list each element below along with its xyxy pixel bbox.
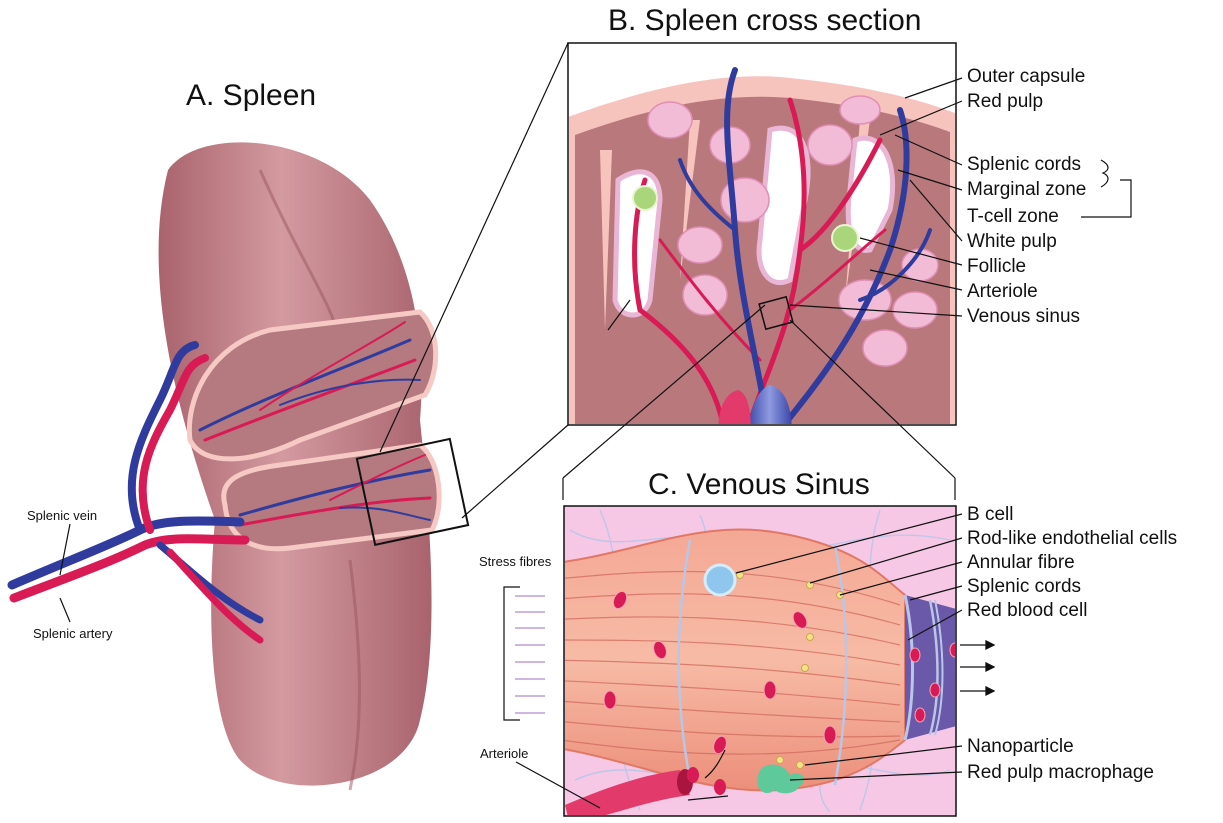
- follicle: [633, 186, 657, 210]
- label-red-blood-cell: Red blood cell: [967, 600, 1087, 621]
- label-annular-fibre: Annular fibre: [967, 552, 1075, 573]
- label-b-cell: B cell: [967, 504, 1013, 525]
- panel-b-title: B. Spleen cross section: [608, 4, 922, 37]
- panel-c: C. Venous Sinus: [479, 468, 1177, 823]
- splenic-artery-label: Splenic artery: [33, 626, 113, 641]
- stress-fibres-bracket: [504, 587, 520, 720]
- panel-c-title: C. Venous Sinus: [648, 468, 870, 501]
- label-venous-sinus: Venous sinus: [967, 306, 1080, 327]
- panel-b: B. Spleen cross section: [560, 4, 1131, 455]
- label-red-pulp: Red pulp: [967, 91, 1043, 112]
- label-nanoparticle: Nanoparticle: [967, 736, 1074, 757]
- label-arteriole: Arteriole: [967, 281, 1038, 302]
- b-cell: [705, 565, 735, 595]
- label-splenic-cords: Splenic cords: [967, 154, 1081, 175]
- label-red-pulp-macrophage: Red pulp macrophage: [967, 762, 1154, 783]
- label-rod-like-endothelial-cells: Rod-like endothelial cells: [967, 528, 1177, 549]
- flow-arrows: [960, 641, 994, 695]
- splenic-vein-label: Splenic vein: [27, 508, 97, 523]
- label-outer-capsule: Outer capsule: [967, 66, 1085, 87]
- panel-a-title: A. Spleen: [186, 79, 316, 112]
- label-follicle: Follicle: [967, 256, 1026, 277]
- label-t-cell-zone: T-cell zone: [967, 206, 1059, 227]
- stress-fibres: [515, 596, 545, 713]
- panel-a: A. Spleen Splenic vein S: [12, 79, 468, 790]
- follicle: [832, 225, 858, 251]
- label-splenic-cords-c: Splenic cords: [967, 576, 1081, 597]
- panel-c-labels: B cell Rod-like endothelial cells Annula…: [967, 504, 1177, 783]
- stress-fibres-label: Stress fibres: [479, 554, 552, 569]
- panel-b-labels: Outer capsule Red pulp Splenic cords Mar…: [967, 66, 1086, 327]
- label-marginal-zone: Marginal zone: [967, 179, 1086, 200]
- arteriole-label-c: Arteriole: [480, 746, 528, 761]
- label-white-pulp: White pulp: [967, 231, 1057, 252]
